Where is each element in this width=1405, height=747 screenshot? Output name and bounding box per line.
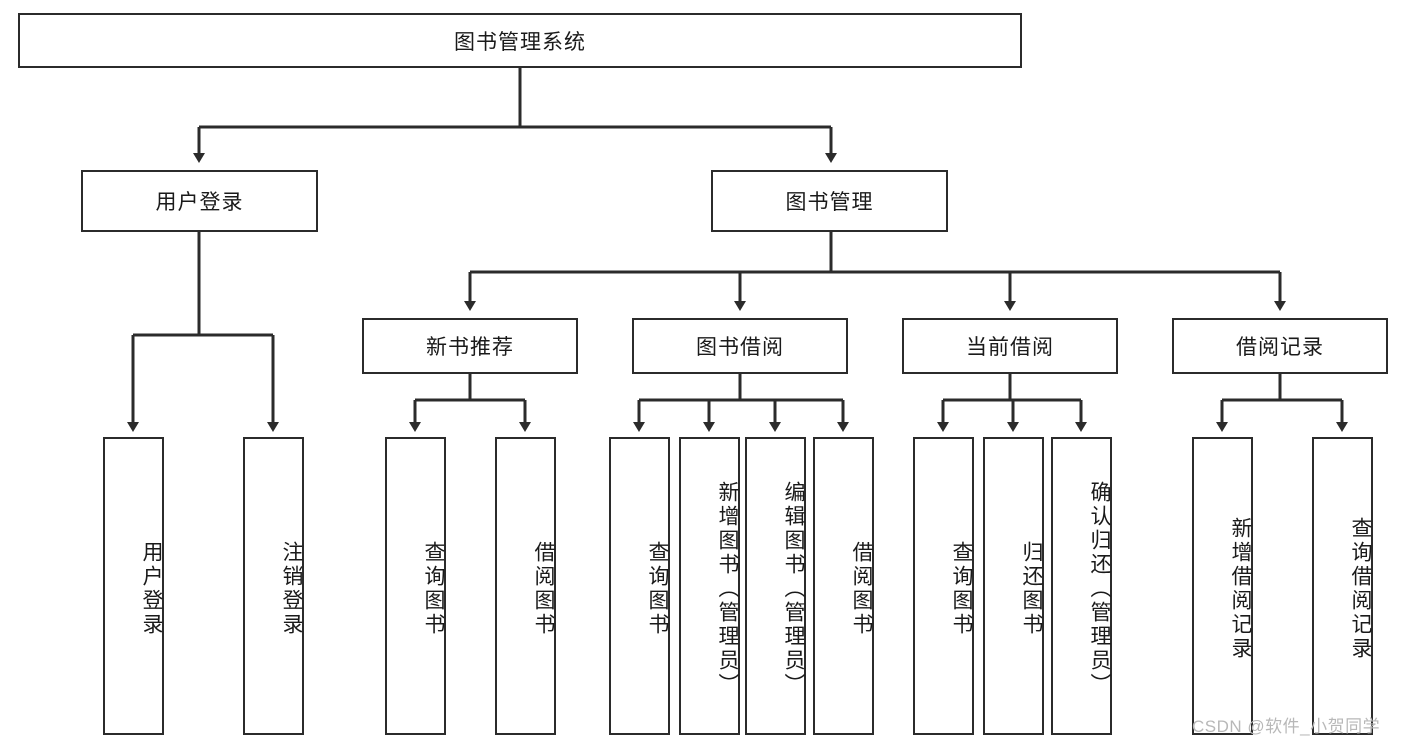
leaf-book-borrow-borrow-book[interactable]: 借阅图书	[813, 437, 874, 735]
node-current-borrow[interactable]: 当前借阅	[902, 318, 1118, 374]
leaf-book-borrow-add-book-admin[interactable]: 新增图书（管理员）	[679, 437, 740, 735]
node-label: 新增借阅记录	[1229, 517, 1252, 661]
node-label: 新书推荐	[426, 336, 514, 359]
node-label: 图书管理	[785, 191, 874, 214]
node-label: 用户登录	[140, 541, 163, 637]
leaf-user-login-login[interactable]: 用户登录	[103, 437, 164, 735]
node-borrow-record[interactable]: 借阅记录	[1172, 318, 1388, 374]
node-user-login[interactable]: 用户登录	[81, 170, 318, 232]
node-book-borrow[interactable]: 图书借阅	[632, 318, 848, 374]
node-label: 确认归还（管理员）	[1088, 481, 1111, 697]
node-label: 新增图书（管理员）	[716, 481, 739, 697]
leaf-borrow-record-query-record[interactable]: 查询借阅记录	[1312, 437, 1373, 735]
leaf-book-borrow-query-book[interactable]: 查询图书	[609, 437, 670, 735]
leaf-current-borrow-query-book[interactable]: 查询图书	[913, 437, 974, 735]
node-label: 当前借阅	[966, 336, 1054, 359]
node-label: 借阅图书	[532, 541, 555, 637]
leaf-borrow-record-add-record[interactable]: 新增借阅记录	[1192, 437, 1253, 735]
leaf-new-book-borrow-book[interactable]: 借阅图书	[495, 437, 556, 735]
node-label: 注销登录	[280, 541, 303, 637]
leaf-book-borrow-edit-book-admin[interactable]: 编辑图书（管理员）	[745, 437, 806, 735]
node-label: 查询图书	[950, 541, 973, 637]
node-label: 归还图书	[1020, 541, 1043, 637]
node-label: 图书管理系统	[454, 30, 586, 54]
node-book-management[interactable]: 图书管理	[711, 170, 948, 232]
node-label: 查询图书	[422, 541, 445, 637]
node-label: 查询借阅记录	[1349, 517, 1372, 661]
leaf-new-book-query-book[interactable]: 查询图书	[385, 437, 446, 735]
node-label: 用户登录	[155, 191, 244, 214]
node-root-book-management-system[interactable]: 图书管理系统	[18, 13, 1022, 68]
leaf-user-login-logout[interactable]: 注销登录	[243, 437, 304, 735]
node-label: 借阅记录	[1236, 336, 1324, 359]
leaf-current-borrow-return-book[interactable]: 归还图书	[983, 437, 1044, 735]
node-label: 编辑图书（管理员）	[782, 481, 805, 697]
node-label: 借阅图书	[850, 541, 873, 637]
csdn-watermark: CSDN @软件_小贺同学	[1192, 717, 1381, 736]
node-label: 图书借阅	[696, 336, 784, 359]
node-new-book-recommend[interactable]: 新书推荐	[362, 318, 578, 374]
leaf-current-borrow-confirm-return-admin[interactable]: 确认归还（管理员）	[1051, 437, 1112, 735]
node-label: 查询图书	[646, 541, 669, 637]
